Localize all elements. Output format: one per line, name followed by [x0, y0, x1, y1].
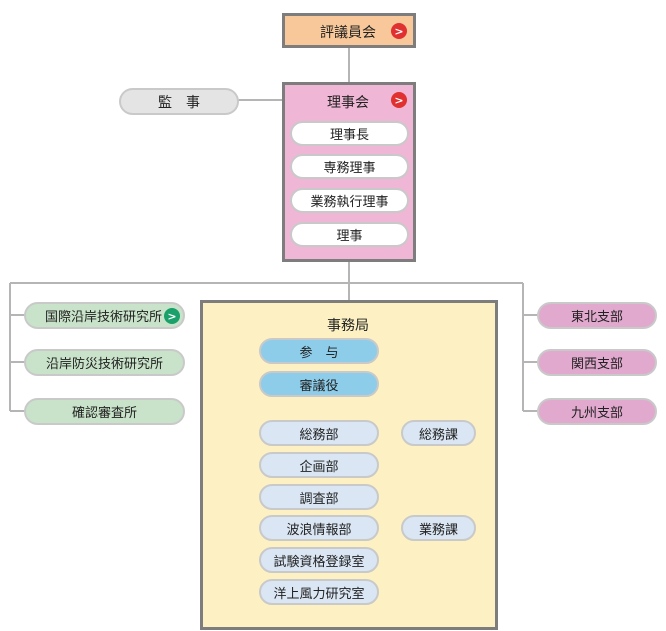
- dept-yojo-furyoku: 洋上風力研究室: [259, 579, 379, 605]
- jimukyoku-title: 事務局: [327, 318, 369, 334]
- unit-kokusai-engan-label: 国際沿岸技術研究所: [45, 310, 163, 325]
- rijikai-arrow-icon[interactable]: >: [391, 92, 407, 108]
- unit-kokusai-engan-arrow-icon[interactable]: >: [164, 308, 180, 324]
- rijikai-member-gyomu-shikko: 業務執行理事: [290, 188, 409, 213]
- unit-kakunin-shinsa: 確認審査所: [24, 398, 185, 425]
- rijikai-member-riji: 理事: [290, 222, 409, 247]
- section-gyomu: 業務課: [401, 515, 476, 541]
- staff-shingiyaku: 審議役: [259, 371, 379, 397]
- hyogiinkai-arrow-icon[interactable]: >: [391, 23, 407, 39]
- rijikai-member-senmu: 専務理事: [290, 154, 409, 179]
- unit-engan-bosai: 沿岸防災技術研究所: [24, 349, 185, 376]
- kanji-pill: 監 事: [119, 88, 239, 115]
- unit-kokusai-engan[interactable]: 国際沿岸技術研究所: [24, 302, 185, 329]
- staff-sanyo: 参 与: [259, 338, 379, 364]
- hyogiinkai-label: 評議員会: [320, 25, 376, 41]
- dept-shiken-shikaku: 試験資格登録室: [259, 547, 379, 573]
- rijikai-member-richo: 理事長: [290, 121, 409, 146]
- dept-kikaku: 企画部: [259, 452, 379, 478]
- rijikai-title: 理事会: [327, 95, 369, 111]
- section-somu: 総務課: [401, 420, 476, 446]
- branch-tohoku: 東北支部: [537, 302, 657, 329]
- dept-haro-joho: 波浪情報部: [259, 515, 379, 541]
- dept-somu: 総務部: [259, 420, 379, 446]
- branch-kansai: 関西支部: [537, 349, 657, 376]
- branch-kyushu: 九州支部: [537, 398, 657, 425]
- dept-chosa: 調査部: [259, 484, 379, 510]
